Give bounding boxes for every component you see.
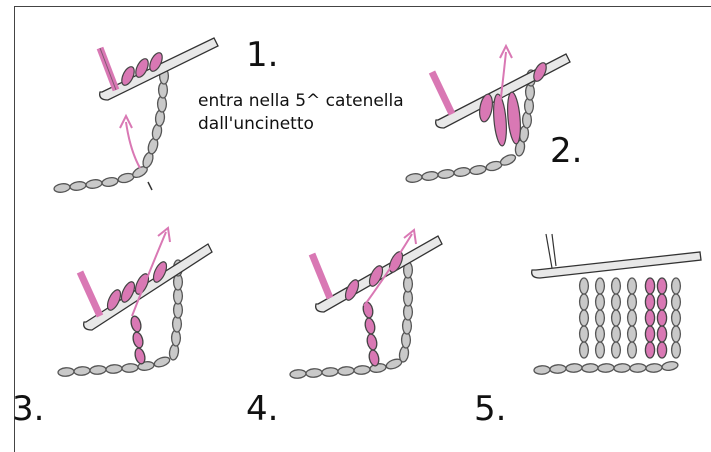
step-5-hook xyxy=(532,234,701,278)
step-3-hook xyxy=(84,244,212,330)
step-4-stitch xyxy=(362,301,380,367)
step-5-highlighted-stitch xyxy=(645,278,666,358)
step-4-chain xyxy=(290,357,403,378)
step-3-illustration xyxy=(58,228,212,377)
instruction-caption: entra nella 5^ catenella dall'uncinetto xyxy=(198,90,404,136)
step-number-5: 5. xyxy=(474,392,506,426)
step-4-illustration xyxy=(290,230,442,379)
step-2-illustration xyxy=(405,46,570,183)
step-5-columns xyxy=(580,278,681,358)
step-3-chain xyxy=(58,355,171,376)
instruction-line-1: entra nella 5^ catenella xyxy=(198,90,404,113)
step-1-vertical-chain xyxy=(141,68,168,169)
step-1-illustration xyxy=(53,38,218,193)
step-5-chain xyxy=(534,360,679,374)
step-1-chain xyxy=(53,164,149,193)
step-3-stitch xyxy=(129,315,146,365)
step-number-3: 3. xyxy=(12,392,44,426)
step-number-2: 2. xyxy=(550,134,582,168)
step-number-1: 1. xyxy=(246,38,278,72)
instruction-line-2: dall'uncinetto xyxy=(198,113,404,136)
step-2-chain xyxy=(405,153,517,183)
step-4-vertical-chain xyxy=(399,262,413,363)
step-number-4: 4. xyxy=(246,392,278,426)
step-5-illustration xyxy=(532,234,701,375)
step-4-yarn xyxy=(312,250,405,302)
